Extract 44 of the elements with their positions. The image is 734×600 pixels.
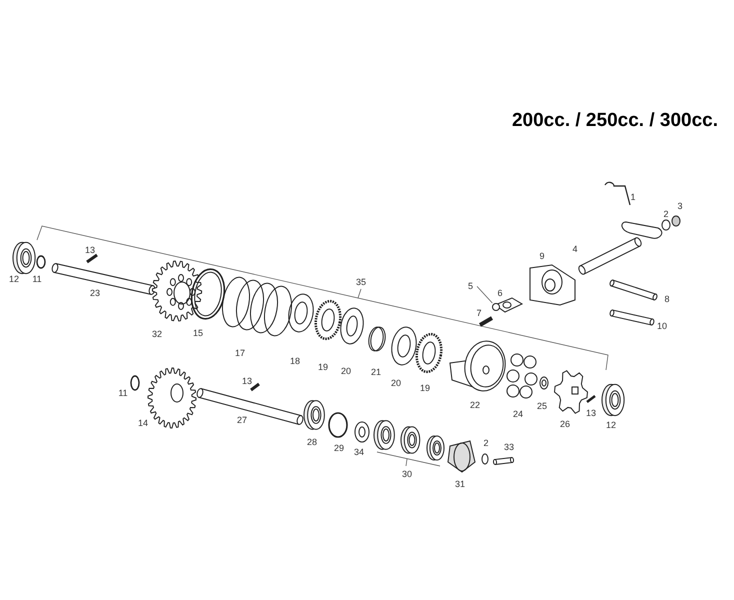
ball-part (492, 303, 500, 311)
callout-number: 12 (606, 420, 616, 430)
callout-number: 26 (560, 419, 570, 429)
callout-number: 31 (455, 479, 465, 489)
callout-number: 2 (664, 209, 668, 219)
callout-number: 22 (470, 400, 480, 410)
callout-number: 30 (402, 469, 412, 479)
callout-number: 19 (318, 362, 328, 372)
callout-number: 12 (9, 274, 19, 284)
callout-number: 24 (513, 409, 523, 419)
callout-number: 7 (476, 308, 482, 318)
callout-number: 1 (630, 192, 636, 202)
callout-number: 13 (586, 408, 596, 418)
heading: 200cc. / 250cc. / 300cc. (512, 110, 718, 132)
callout-number: 11 (118, 388, 128, 398)
callout-number: 20 (341, 366, 351, 376)
callout-number: 11 (32, 274, 42, 284)
callout-number: 20 (391, 378, 401, 388)
callout-number: 27 (237, 415, 247, 425)
callout-number: 33 (504, 442, 514, 452)
callout-number: 3 (678, 201, 682, 211)
callout-number: 4 (572, 244, 578, 254)
callout-number: 9 (540, 251, 544, 261)
callout-number: 13 (85, 245, 95, 255)
callout-number: 10 (657, 321, 667, 331)
callout-number: 13 (242, 376, 252, 386)
callout-number: 8 (664, 294, 670, 304)
callout-number: 14 (138, 418, 148, 428)
callout-number: 21 (371, 367, 381, 377)
callout-number: 29 (334, 443, 344, 453)
callout-number: 5 (468, 276, 477, 287)
callout-number: 35 (356, 277, 366, 287)
callout-number: 19 (420, 383, 430, 393)
callout-number: 6 (498, 288, 502, 298)
callout-number: 2 (484, 438, 488, 448)
callout-number: 28 (307, 437, 317, 447)
callout-number: 18 (290, 356, 300, 366)
callout-number: 17 (235, 348, 245, 358)
leader-line (476, 286, 493, 304)
callout-number: 34 (354, 447, 364, 457)
callout-number: 32 (152, 329, 162, 339)
callout-number: 15 (193, 328, 203, 338)
callout-number: 23 (90, 288, 100, 298)
callout-number: 25 (537, 401, 547, 411)
